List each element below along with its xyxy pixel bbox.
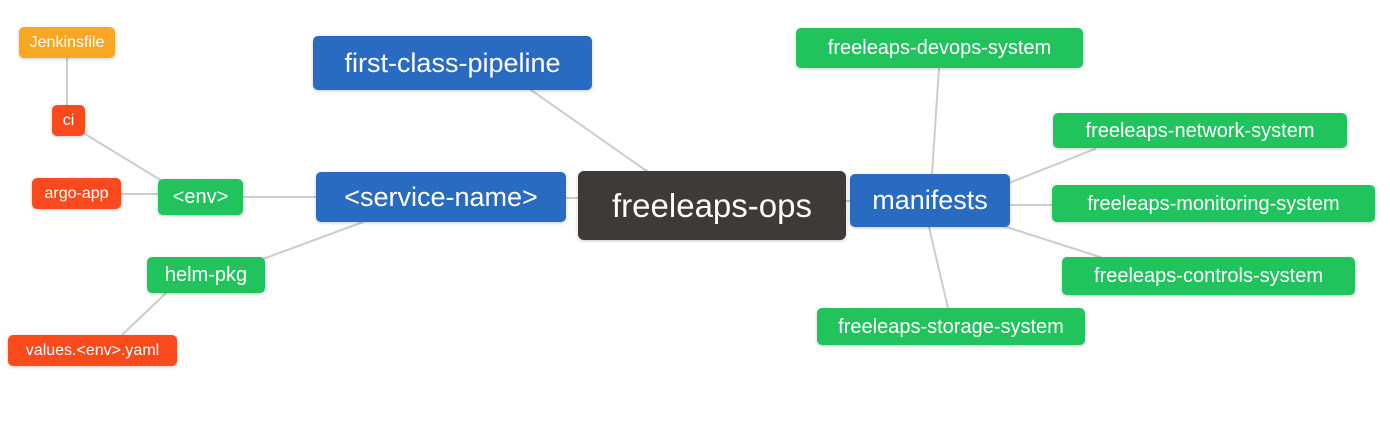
- node-ci[interactable]: ci: [52, 105, 85, 136]
- node-freeleaps-ops[interactable]: freeleaps-ops: [578, 171, 846, 240]
- node-freeleaps-network-system[interactable]: freeleaps-network-system: [1053, 113, 1347, 148]
- node-env[interactable]: <env>: [158, 179, 243, 215]
- edge-manifests--freeleaps-controls-system: [990, 221, 1101, 258]
- node-jenkinsfile[interactable]: Jenkinsfile: [19, 27, 115, 58]
- node-service-name[interactable]: <service-name>: [316, 172, 566, 222]
- node-first-class-pipeline[interactable]: first-class-pipeline: [313, 36, 592, 90]
- node-helm-pkg[interactable]: helm-pkg: [147, 257, 265, 293]
- node-freeleaps-monitoring-system[interactable]: freeleaps-monitoring-system: [1052, 185, 1375, 222]
- edge-manifests--freeleaps-network-system: [1008, 148, 1096, 184]
- edge-first-class-pipeline--freeleaps-ops: [530, 89, 649, 173]
- edge-manifests--freeleaps-storage-system: [928, 226, 949, 309]
- edge-helm-pkg--service-name: [262, 221, 364, 260]
- node-manifests[interactable]: manifests: [850, 174, 1010, 227]
- node-freeleaps-devops-system[interactable]: freeleaps-devops-system: [796, 28, 1083, 68]
- edge-helm-pkg--values-env-yaml: [120, 292, 167, 337]
- node-freeleaps-storage-system[interactable]: freeleaps-storage-system: [817, 308, 1085, 345]
- edge-manifests--freeleaps-devops-system: [931, 67, 940, 175]
- node-argo-app[interactable]: argo-app: [32, 178, 121, 209]
- node-values-env-yaml[interactable]: values.<env>.yaml: [8, 335, 177, 366]
- edge-ci--env: [84, 133, 163, 182]
- node-freeleaps-controls-system[interactable]: freeleaps-controls-system: [1062, 257, 1355, 295]
